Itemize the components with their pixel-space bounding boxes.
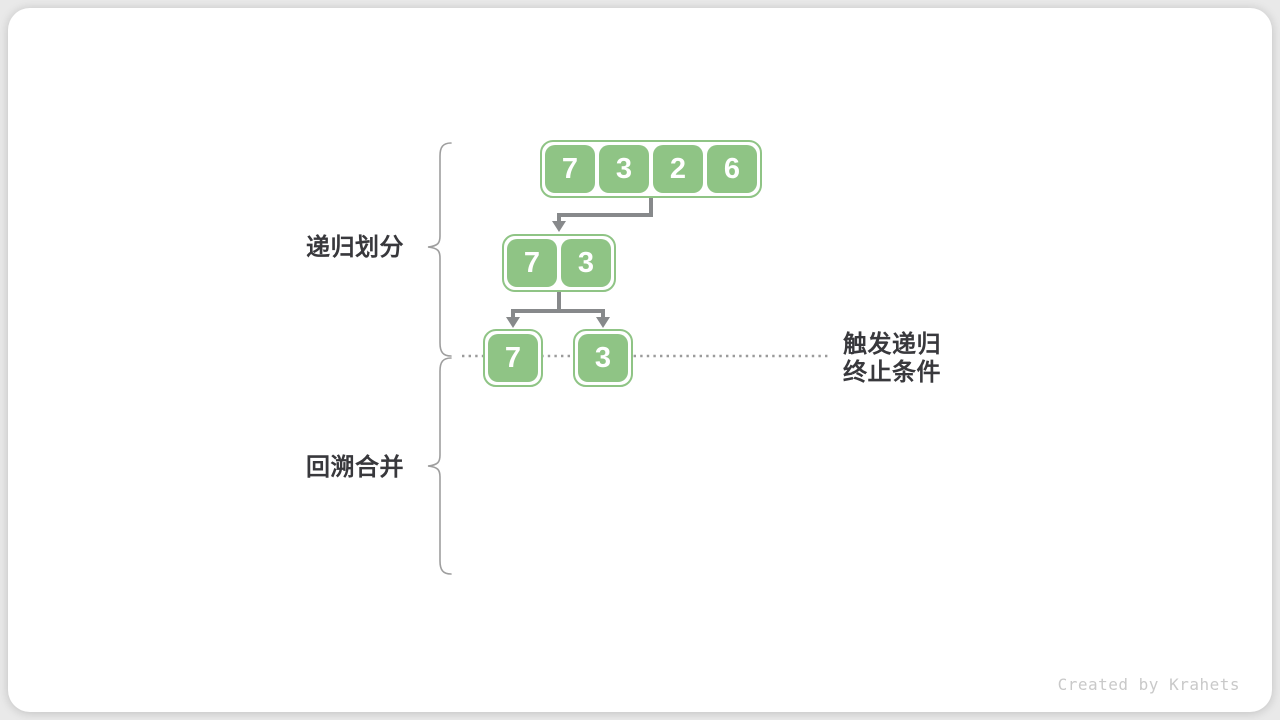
label-backtrack-merge: 回溯合并 (306, 454, 404, 481)
label-termination-condition: 触发递归 终止条件 (843, 331, 941, 387)
card-background (8, 8, 1272, 712)
array-cell: 7 (488, 334, 538, 382)
arrowhead-l3-left (506, 317, 520, 328)
array-level-1: 7 3 2 6 (540, 140, 762, 198)
label-termination-line1: 触发递归 (843, 331, 941, 358)
array-cell: 7 (507, 239, 557, 287)
brace-divide (427, 142, 452, 357)
credit-text: Created by Krahets (1057, 675, 1240, 694)
brace-merge (427, 357, 452, 575)
array-cell: 6 (707, 145, 757, 193)
array-level-3-left: 7 (483, 329, 543, 387)
array-cell: 2 (653, 145, 703, 193)
label-recursive-divide: 递归划分 (306, 234, 404, 261)
array-level-3-right: 3 (573, 329, 633, 387)
array-cell: 7 (545, 145, 595, 193)
arrowhead-l3-right (596, 317, 610, 328)
array-cell: 3 (578, 334, 628, 382)
arrowhead-l2 (552, 221, 566, 232)
label-termination-line2: 终止条件 (843, 359, 941, 386)
array-level-2: 7 3 (502, 234, 616, 292)
connector-l1-l2 (557, 198, 653, 223)
array-cell: 3 (561, 239, 611, 287)
array-cell: 3 (599, 145, 649, 193)
